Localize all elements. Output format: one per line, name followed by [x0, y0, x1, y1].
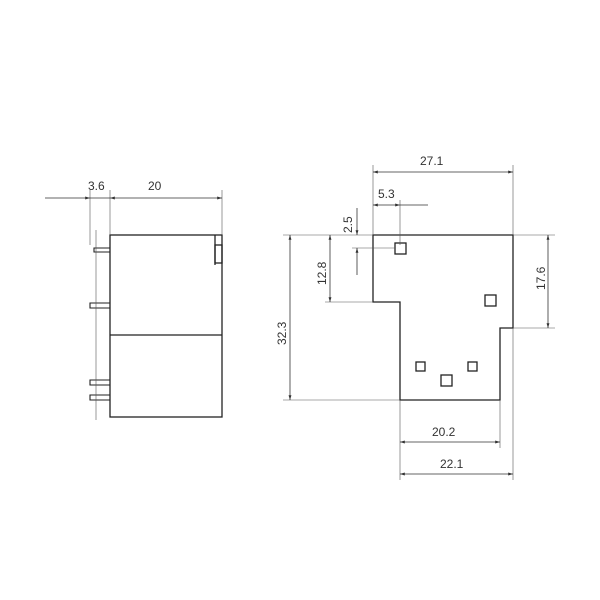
latch-tab	[214, 244, 223, 264]
dim-label-22-1: 22.1	[440, 457, 464, 471]
pad-1	[394, 242, 407, 255]
pad-3	[415, 361, 426, 372]
dim-label-5-3: 5.3	[378, 187, 395, 201]
dim-label-20-2: 20.2	[432, 425, 456, 439]
dim-label-17-6: 17.6	[534, 266, 548, 290]
pad-2	[484, 294, 497, 307]
pin-3	[89, 379, 110, 386]
pin-2	[89, 302, 110, 309]
dim-label-12-8: 12.8	[315, 261, 329, 285]
dim-label-3-6: 3.6	[88, 179, 105, 193]
pin-4	[89, 394, 110, 401]
side-view: 3.6 20	[45, 179, 223, 420]
dim-label-2-5: 2.5	[341, 216, 355, 233]
pad-5	[467, 361, 478, 372]
pin-1	[93, 247, 110, 253]
top-view: 27.1 5.3 32.3 12.8 2.5 17.6 20.2 2	[275, 154, 555, 480]
dim-label-27-1: 27.1	[420, 154, 444, 168]
pad-4	[440, 374, 453, 387]
dim-label-20: 20	[148, 179, 162, 193]
dim-label-32-3: 32.3	[275, 321, 289, 345]
relay-body-side	[109, 234, 223, 418]
